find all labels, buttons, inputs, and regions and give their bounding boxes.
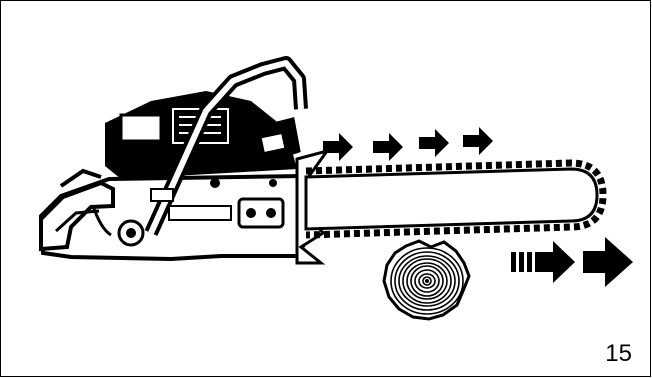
side-label-plate — [168, 205, 232, 221]
feed-direction-arrows — [511, 237, 633, 287]
arrow-right-icon — [463, 127, 493, 155]
arrow-right-icon — [583, 237, 633, 287]
arrow-right-icon — [535, 241, 575, 283]
bar-nut-cover — [237, 197, 285, 229]
chainsaw-icon — [38, 56, 331, 265]
arrow-right-icon — [419, 129, 449, 157]
figure-number: 15 — [605, 340, 632, 367]
rear-handle — [39, 180, 115, 252]
chain-direction-arrows — [323, 127, 493, 161]
guide-bar — [304, 159, 607, 239]
log-cross-section — [382, 239, 471, 321]
growth-rings — [390, 247, 464, 315]
arrow-right-icon — [373, 133, 403, 161]
air-filter-cover — [119, 113, 163, 143]
cooling-fins — [201, 152, 261, 166]
arrow-right-icon — [323, 133, 353, 161]
